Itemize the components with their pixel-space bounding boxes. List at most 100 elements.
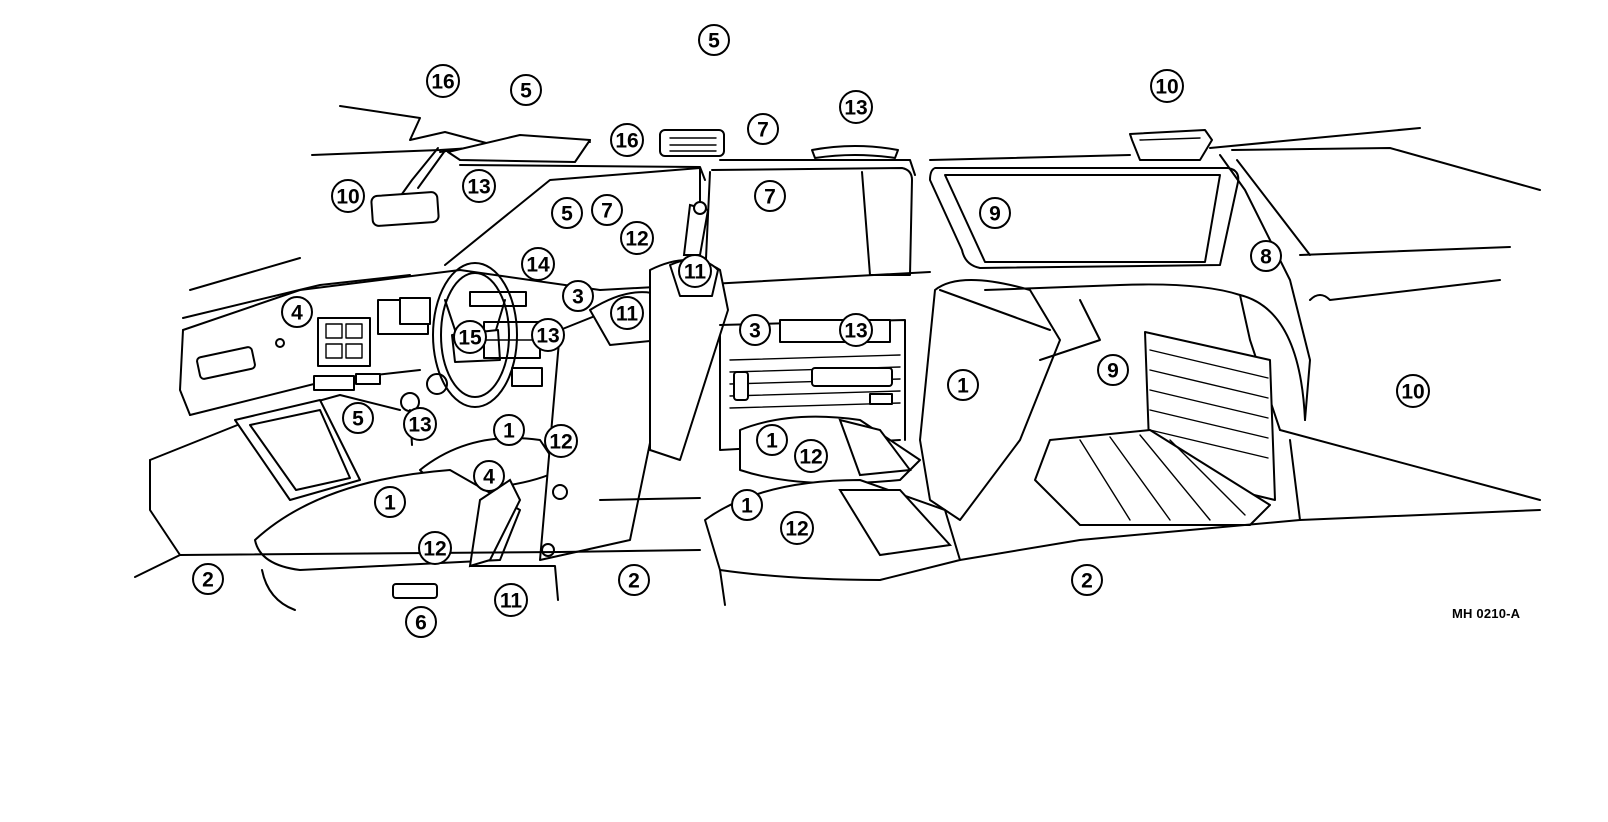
callout-number: 1 [957,375,969,398]
callout-13: 13 [403,407,437,441]
callout-16: 16 [610,123,644,157]
callout-number: 12 [423,538,446,561]
callout-8: 8 [1250,240,1282,272]
callout-3: 3 [739,314,771,346]
callout-number: 10 [1155,76,1178,99]
callout-number: 2 [1081,570,1093,593]
callout-number: 11 [684,261,707,284]
callout-number: 12 [785,518,808,541]
callout-10: 10 [1150,69,1184,103]
callout-11: 11 [678,254,712,288]
callout-13: 13 [839,313,873,347]
callout-12: 12 [620,221,654,255]
cargo-area [984,279,1541,526]
rear-view-mirror [370,147,445,227]
callout-5: 5 [551,197,583,229]
callout-number: 11 [616,303,639,326]
callout-number: 13 [467,176,490,199]
callout-number: 4 [291,302,303,325]
callout-1: 1 [493,414,525,446]
callout-number: 6 [415,612,427,635]
callout-number: 9 [989,203,1001,226]
callout-number: 12 [625,228,648,251]
figure-code: MH 0210-A [1452,606,1521,621]
callout-number: 16 [431,71,454,94]
callout-number: 14 [526,254,550,277]
callout-number: 5 [708,30,720,53]
callout-number: 2 [202,569,214,592]
passenger-seat [539,201,729,561]
callout-12: 12 [780,511,814,545]
front-door-window [711,167,913,276]
callout-11: 11 [494,583,528,617]
callout-4: 4 [281,296,313,328]
callout-2: 2 [192,563,224,595]
callout-15: 15 [453,320,487,354]
center-console [149,392,420,556]
callout-14: 14 [521,247,555,281]
callout-number: 13 [844,320,867,343]
callout-4: 4 [473,460,505,492]
floor-lines [134,439,1301,578]
callout-3: 3 [562,280,594,312]
dome-lamp [659,129,725,157]
callout-1: 1 [731,489,763,521]
callout-number: 10 [336,186,359,209]
callout-number: 12 [799,446,822,469]
callout-number: 3 [749,320,761,343]
rear-roof-box [1129,129,1213,161]
callout-2: 2 [618,564,650,596]
callout-number: 1 [503,420,515,443]
callout-number: 8 [1260,246,1272,269]
callout-number: 3 [572,286,584,309]
callout-6: 6 [405,606,437,638]
callout-5: 5 [510,74,542,106]
callout-13: 13 [839,90,873,124]
callout-12: 12 [544,424,578,458]
callout-number: 1 [741,495,753,518]
callout-13: 13 [462,169,496,203]
sun-visor [447,134,591,163]
callout-1: 1 [756,424,788,456]
callout-number: 1 [384,492,396,515]
callout-number: 4 [483,466,495,489]
callout-number: 12 [549,431,572,454]
callout-number: 10 [1401,381,1424,404]
callout-number: 5 [352,408,364,431]
callout-7: 7 [591,194,623,226]
callout-7: 7 [747,113,779,145]
rear-side-window [929,167,1240,269]
steering-wheel [432,262,518,408]
callout-number: 7 [601,200,613,223]
callout-number: 5 [520,80,532,103]
callout-number: 7 [757,119,769,142]
callout-1: 1 [374,486,406,518]
callout-number: 13 [536,325,559,348]
callout-13: 13 [531,318,565,352]
callout-number: 7 [764,186,776,209]
callout-number: 15 [458,327,482,350]
callout-9: 9 [979,197,1011,229]
callout-number: 5 [561,203,573,226]
callout-9: 9 [1097,354,1129,386]
callout-number: 11 [500,590,523,613]
callout-number: 16 [615,130,638,153]
assist-grip [811,145,899,159]
dashboard [179,269,601,416]
callout-5: 5 [342,402,374,434]
callout-number: 1 [766,430,778,453]
callout-number: 2 [628,570,640,593]
callout-2: 2 [1071,564,1103,596]
callout-number: 13 [844,97,867,120]
callout-16: 16 [426,64,460,98]
callout-5: 5 [698,24,730,56]
callout-1: 1 [947,369,979,401]
callout-12: 12 [794,439,828,473]
callout-7: 7 [754,180,786,212]
callout-number: 9 [1107,360,1119,383]
callout-12: 12 [418,531,452,565]
callout-10: 10 [331,179,365,213]
callout-10: 10 [1396,374,1430,408]
